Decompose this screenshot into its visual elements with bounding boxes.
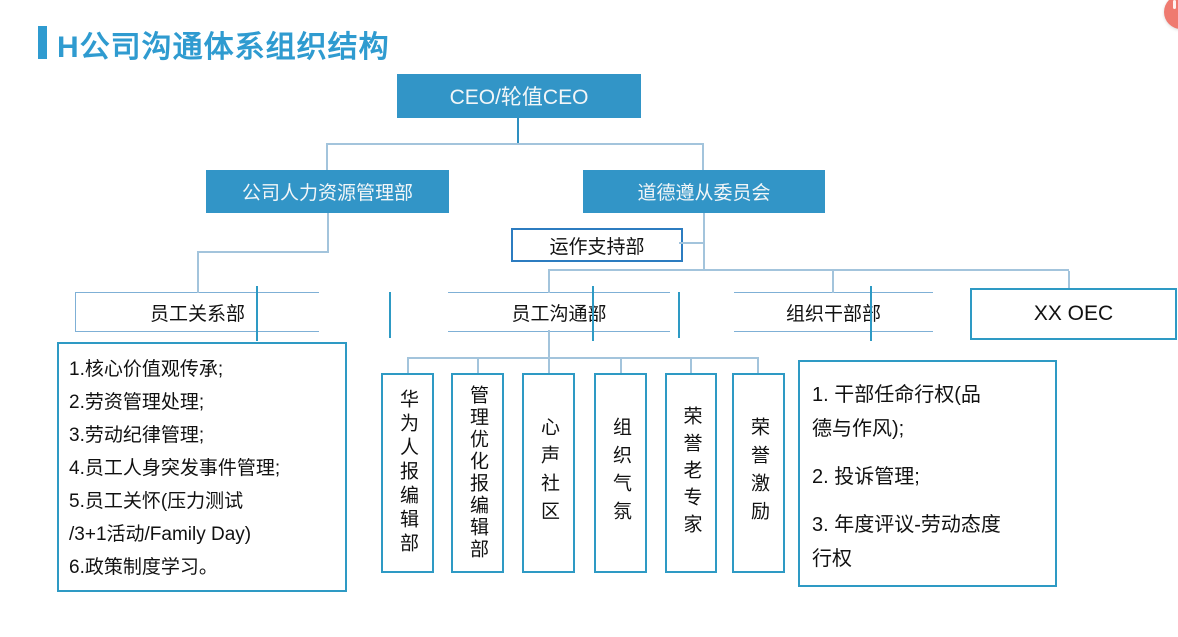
- divider-line: [389, 292, 391, 338]
- connector-line: [1068, 271, 1070, 288]
- node-honor-incentive: 荣誉激励: [732, 373, 785, 573]
- list-item: 5.员工关怀(压力测试: [69, 491, 244, 512]
- page-title: H公司沟通体系组织结构: [57, 31, 390, 64]
- connector-line: [702, 145, 704, 170]
- connector-line: [679, 242, 703, 244]
- connector-line: [197, 251, 329, 253]
- connector-line: [326, 145, 328, 170]
- connector-line: [703, 213, 705, 269]
- node-org-climate: 组织气氛: [594, 373, 647, 573]
- connector-line: [408, 357, 759, 359]
- node-ceo: CEO/轮值CEO: [397, 74, 641, 118]
- connector-line: [517, 118, 519, 144]
- list-item: 德与作风);: [812, 418, 905, 440]
- list-item: 1. 干部任命行权(品: [812, 384, 981, 406]
- list-item: 3.劳动纪律管理;: [69, 425, 205, 446]
- list-item: 1.核心价值观传承;: [69, 359, 224, 380]
- list-item: 4.员工人身突发事件管理;: [69, 458, 281, 479]
- list-item: 行权: [812, 548, 852, 570]
- connector-line: [690, 357, 692, 373]
- title-accent-bar: [38, 26, 47, 59]
- vbox-label: 荣誉老专家: [680, 405, 702, 541]
- connector-line: [197, 253, 199, 293]
- connector-line: [757, 357, 759, 373]
- connector-line: [326, 143, 704, 145]
- divider-line: [678, 292, 680, 338]
- node-honor-senior-experts: 荣誉老专家: [665, 373, 717, 573]
- connector-line: [832, 271, 834, 293]
- vbox-label: 华为人报编辑部: [397, 389, 418, 557]
- badge-glyph-icon: [1173, 0, 1176, 9]
- connector-line: [620, 357, 622, 373]
- connector-line: [477, 357, 479, 373]
- floating-badge-icon[interactable]: [1164, 0, 1178, 29]
- connector-line: [548, 271, 550, 293]
- divider-line: [592, 286, 594, 341]
- connector-line: [548, 330, 550, 357]
- list-item: 3. 年度评议-劳动态度: [812, 514, 1001, 536]
- list-item: 2.劳资管理处理;: [69, 392, 205, 413]
- node-ethics-committee: 道德遵从委员会: [583, 170, 825, 213]
- connector-line: [548, 269, 1069, 271]
- node-employee-relations: 员工关系部: [75, 292, 319, 332]
- list-item: 6.政策制度学习。: [69, 557, 218, 578]
- connector-line: [327, 213, 329, 251]
- connector-line: [548, 357, 550, 373]
- divider-line: [870, 286, 872, 341]
- node-xinsheng-community: 心声社区: [522, 373, 575, 573]
- node-org-cadre: 组织干部部: [734, 292, 933, 332]
- node-mgmt-optimization-editorial: 管理优化报编辑部: [451, 373, 504, 573]
- vbox-label: 组织气氛: [610, 417, 631, 529]
- connector-line: [407, 357, 409, 373]
- employee-relations-duties: 1.核心价值观传承; 2.劳资管理处理; 3.劳动纪律管理; 4.员工人身突发事…: [57, 342, 347, 592]
- node-hr-dept: 公司人力资源管理部: [206, 170, 449, 213]
- vbox-label: 心声社区: [538, 417, 559, 529]
- list-item: /3+1活动/Family Day): [69, 524, 252, 545]
- node-operation-support: 运作支持部: [511, 228, 683, 262]
- list-item: 2. 投诉管理;: [812, 466, 920, 488]
- vbox-label: 荣誉激励: [748, 417, 769, 529]
- org-cadre-duties: 1. 干部任命行权(品 德与作风); 2. 投诉管理; 3. 年度评议-劳动态度…: [798, 360, 1057, 587]
- node-employee-communication: 员工沟通部: [448, 292, 670, 332]
- vbox-label: 管理优化报编辑部: [467, 385, 488, 561]
- divider-line: [256, 286, 258, 341]
- node-huawei-people-editorial: 华为人报编辑部: [381, 373, 434, 573]
- node-xx-oec: XX OEC: [970, 288, 1177, 340]
